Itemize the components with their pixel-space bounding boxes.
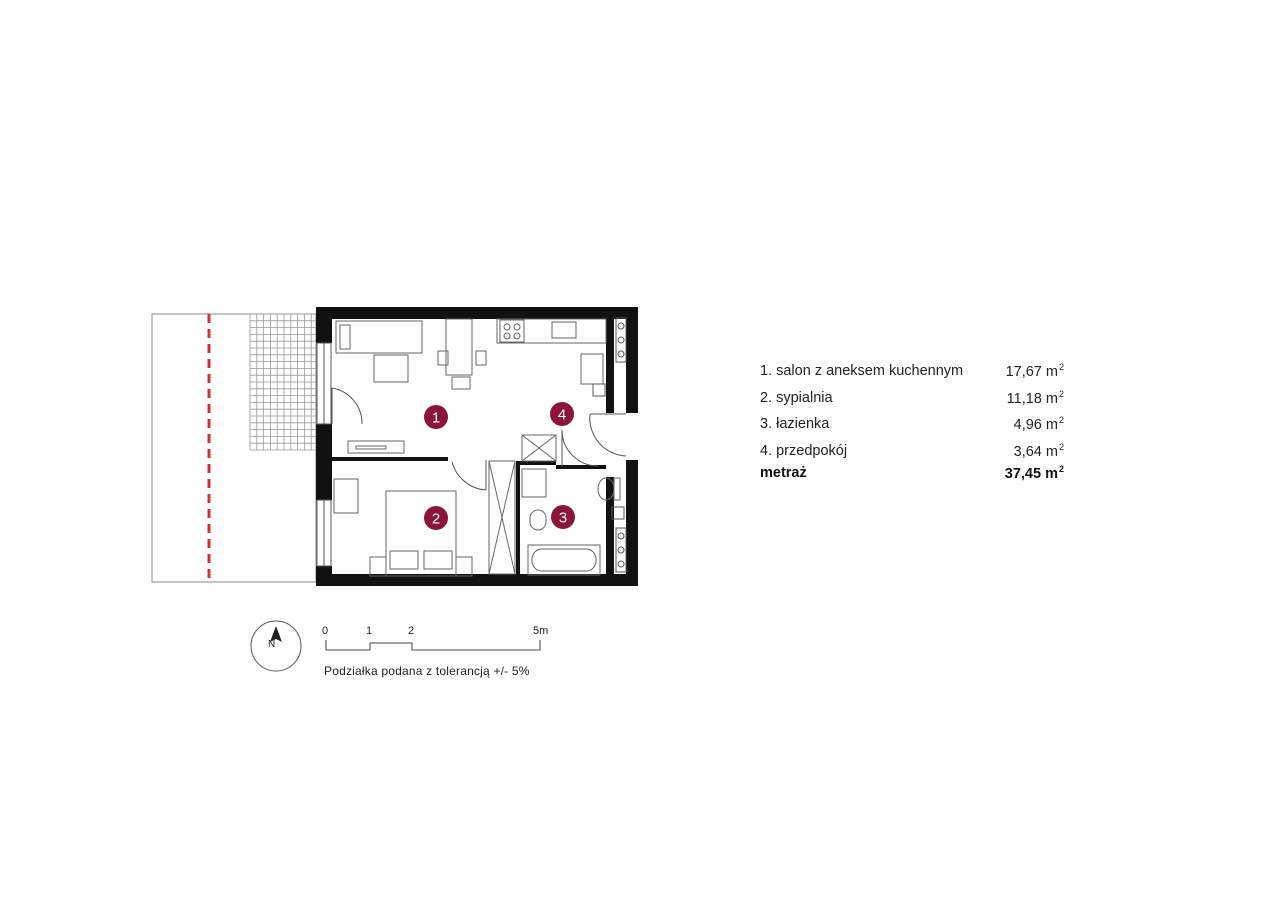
room-area: 3,64 m2 — [1013, 441, 1064, 460]
terrace — [151, 313, 317, 583]
kitchen-sink — [551, 321, 577, 339]
legend-total-row: metraż 37,45 m2 — [760, 464, 1064, 482]
legend-row: 1. salon z aneksem kuchennym 17,67 m2 — [760, 358, 1064, 385]
room-badge-4: 4 — [550, 402, 574, 426]
room-name: 1. salon z aneksem kuchennym — [760, 363, 964, 380]
room-area: 17,67 m2 — [1005, 362, 1064, 381]
walls — [316, 307, 638, 586]
scale-tick-2: 2 — [408, 625, 414, 637]
toilet — [597, 477, 621, 501]
bathtub — [527, 544, 601, 576]
installation-shafts — [592, 317, 627, 573]
legend-row: 2. sypialnia 11,18 m2 — [760, 385, 1064, 412]
room-area: 4,96 m2 — [1013, 415, 1064, 434]
total-label: metraż — [760, 465, 807, 481]
tv-cabinet — [347, 440, 405, 454]
scale-bar: 0 1 2 5m — [322, 625, 548, 651]
room-legend: 1. salon z aneksem kuchennym 17,67 m2 2.… — [760, 358, 1064, 482]
windows — [316, 342, 332, 567]
legend-row: 3. łazienka 4,96 m2 — [760, 411, 1064, 438]
scale-tick-0: 0 — [322, 625, 328, 637]
room-badge-2-label: 2 — [432, 511, 440, 528]
kitchen-counter — [496, 318, 607, 344]
shower-tray — [521, 434, 557, 462]
scale-note: Podziałka podana z tolerancją +/- 5% — [324, 664, 530, 678]
room-name: 3. łazienka — [760, 416, 830, 433]
dining-table — [445, 318, 473, 376]
room-badge-2: 2 — [424, 506, 448, 530]
coffee-table — [373, 354, 409, 383]
room-area: 11,18 m2 — [1006, 388, 1064, 407]
desk — [333, 478, 359, 514]
room-name: 2. sypialnia — [760, 389, 833, 406]
washbasin — [521, 468, 547, 498]
cooktop — [499, 319, 525, 343]
room-badge-3-label: 3 — [559, 510, 567, 527]
room-badges: 1 2 3 4 — [424, 402, 575, 530]
sofa — [335, 320, 423, 354]
compass-label: N — [268, 639, 276, 650]
compass-icon — [250, 620, 302, 672]
doors — [331, 387, 627, 491]
terrace-tiles — [249, 313, 316, 451]
scale-tick-5m: 5m — [533, 625, 548, 637]
room-badge-3: 3 — [551, 505, 575, 529]
legend-row: 4. przedpokój 3,64 m2 — [760, 438, 1064, 465]
room-badge-1-label: 1 — [432, 410, 440, 427]
room-badge-1: 1 — [424, 405, 448, 429]
bed — [385, 490, 457, 577]
wardrobe — [488, 460, 516, 575]
scale-tick-1: 1 — [366, 625, 372, 637]
total-area: 37,45 m2 — [1004, 464, 1064, 482]
room-badge-4-label: 4 — [558, 407, 566, 424]
furniture — [333, 318, 621, 577]
room-name: 4. przedpokój — [760, 442, 848, 459]
